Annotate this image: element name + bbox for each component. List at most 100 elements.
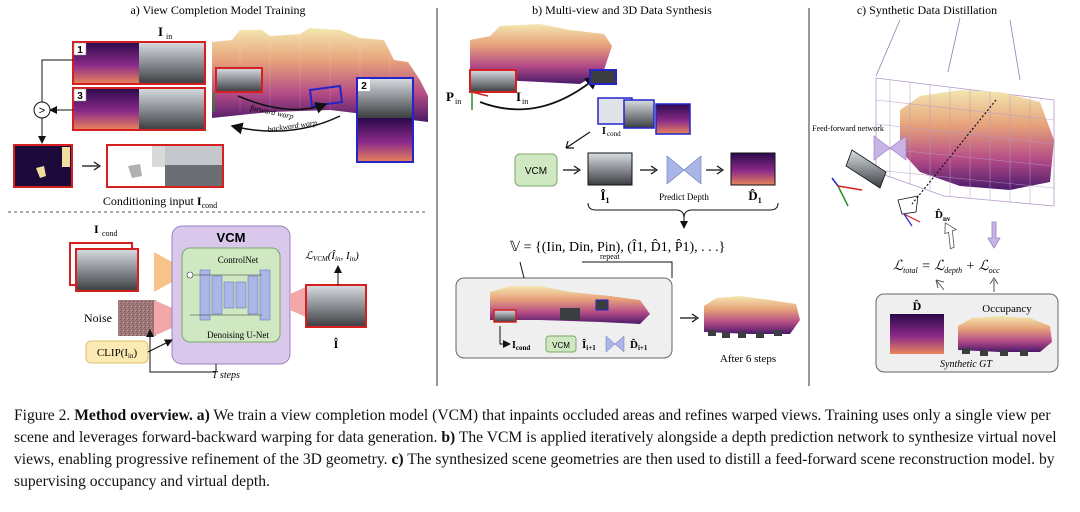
b-input-view	[469, 69, 517, 93]
b-repeat-line	[519, 261, 673, 279]
i-hat-label: Î	[334, 337, 339, 351]
warp-thumb-red	[215, 67, 263, 93]
figure-caption: Figure 2. Method overview. a) We train a…	[14, 405, 1070, 493]
caption-a-text: We train a view completion model (VCM) t…	[14, 407, 1051, 446]
warp-camera-blue	[308, 84, 344, 108]
noise-encoder-trapezoid	[154, 300, 172, 336]
c-virtual-camera	[897, 195, 921, 227]
cond-caption-sub: cond	[202, 201, 218, 210]
panel-a-title: a) View Completion Model Training	[130, 3, 305, 17]
b-cond-stack	[597, 97, 691, 135]
label-i-in-a: I	[158, 24, 163, 39]
b-i-cond: I	[602, 126, 606, 137]
cond-caption-math: I	[197, 194, 202, 208]
t-steps-label: T steps	[212, 370, 240, 381]
thumb-1-number: 1	[77, 45, 83, 56]
loss-vcm-label: ℒVCM(Îin, Iin)	[305, 250, 359, 263]
caption-b-label: b)	[441, 429, 456, 446]
encoder-trapezoid	[154, 252, 172, 292]
b-arrow-vcm-to-i1	[563, 165, 582, 175]
arrow-mask-to-cond	[82, 161, 102, 171]
b-loop-i-cond: Icond	[512, 340, 530, 352]
i-cond-label-a-sub: cond	[102, 229, 118, 238]
c-grid-scene	[875, 17, 1055, 207]
b-target-camera	[589, 69, 617, 85]
mask-image	[13, 144, 73, 188]
b-vcm-box	[514, 153, 558, 187]
c-arrow-gt-depth	[935, 279, 945, 291]
c-d-hat-label: D̂	[913, 299, 922, 313]
b-i-in-sub: in	[522, 97, 528, 106]
c-gt-depth-image	[890, 314, 944, 354]
b-loop-d-next: D̂i+1	[630, 338, 648, 352]
cond-caption-text: Conditioning input	[103, 194, 197, 208]
caption-a-label: a)	[196, 407, 210, 424]
compare-symbol: >	[39, 105, 45, 117]
controlnet-label: ControlNet	[218, 255, 259, 265]
b-i-cond-sub: cond	[607, 130, 621, 138]
b-brace	[587, 202, 779, 219]
caption-b-text: The VCM is applied iteratively alongside…	[14, 429, 1057, 468]
thumb-2-blue: 2	[356, 77, 414, 163]
decoder-trapezoid	[290, 286, 308, 318]
c-arrow-dnv-to-loss	[944, 222, 958, 250]
clip-label: CLIP(Iin)	[97, 347, 138, 360]
b-d1-label: D̂1	[748, 188, 761, 205]
panel-b-title: b) Multi-view and 3D Data Synthesis	[532, 3, 712, 17]
thumb-3-number: 3	[77, 91, 83, 102]
b-loop-depth-net	[605, 335, 625, 353]
c-occupancy-label: Occupancy	[982, 303, 1032, 315]
b-set-eq: 𝕍 = {(Iin, Din, Pin), (Î1, D̂1, P̂1), . …	[510, 238, 725, 255]
output-image-a	[305, 284, 367, 328]
c-ff-network-label: Feed-forward network	[812, 124, 884, 133]
b-repeat-label: repeat	[600, 252, 620, 261]
b-arrow-i1-to-depth	[640, 165, 659, 175]
b-loop-cond-arrow	[499, 326, 511, 348]
c-camera	[831, 149, 887, 207]
b-warp-arrow	[479, 74, 600, 111]
b-d1-image	[730, 152, 776, 186]
clip-arrow	[147, 339, 173, 353]
b-i1-image	[587, 152, 633, 186]
b-after-voxel	[704, 296, 800, 338]
arrow-to-compare-1	[41, 59, 73, 102]
c-loss-total: ℒtotal = ℒdepth + ℒocc	[893, 259, 1000, 275]
b-predict-depth-net	[666, 155, 702, 185]
c-gt-occupancy-image	[958, 316, 1052, 356]
unet-blocks	[199, 269, 271, 321]
b-arrow-to-vcm	[565, 131, 591, 149]
caption-c-text: The synthesized scene geometries are the…	[14, 451, 1055, 490]
t-steps-loop	[146, 329, 217, 373]
cond-caption: Conditioning input Icond	[103, 194, 217, 210]
conditioning-input-image	[106, 144, 224, 188]
thumb-2-number: 2	[361, 81, 367, 92]
noise-label: Noise	[84, 311, 112, 325]
b-i1-label: Î1	[600, 188, 609, 205]
b-after-label: After 6 steps	[720, 353, 776, 365]
b-i-in: I	[516, 89, 521, 104]
label-i-in-a-sub: in	[166, 32, 172, 41]
thumb-depth-1: 1	[72, 41, 206, 85]
b-predict-depth-label: Predict Depth	[659, 192, 709, 202]
method-overview-figure: a) View Completion Model Training I in 1…	[8, 3, 1059, 386]
c-arrow-occ-to-loss	[987, 221, 1001, 249]
vcm-title: VCM	[217, 230, 246, 245]
caption-c-label: c)	[391, 451, 404, 468]
b-vcm-label: VCM	[525, 166, 547, 177]
b-p-in-sub: in	[455, 97, 461, 106]
thumb-depth-3: 3	[72, 87, 206, 131]
backward-warp-arrow	[230, 115, 341, 135]
caption-fig-label: Figure 2.	[14, 407, 71, 424]
b-loop-vcm-label: VCM	[552, 341, 570, 350]
b-loop-vcm-box	[545, 335, 577, 353]
b-p-in: P	[446, 89, 454, 104]
b-arrow-to-after	[680, 313, 700, 323]
cond-stack-images	[69, 242, 139, 292]
c-synthetic-gt-label: Synthetic GT	[940, 359, 993, 370]
c-d-nv-label: D̂nv	[935, 208, 951, 223]
b-arrow-net-to-d1	[706, 165, 725, 175]
forward-warp-arrow	[237, 95, 328, 114]
b-loop-voxel	[490, 286, 650, 324]
c-arrow-gt-occ	[989, 277, 999, 292]
i-cond-label-a: I	[94, 222, 99, 236]
